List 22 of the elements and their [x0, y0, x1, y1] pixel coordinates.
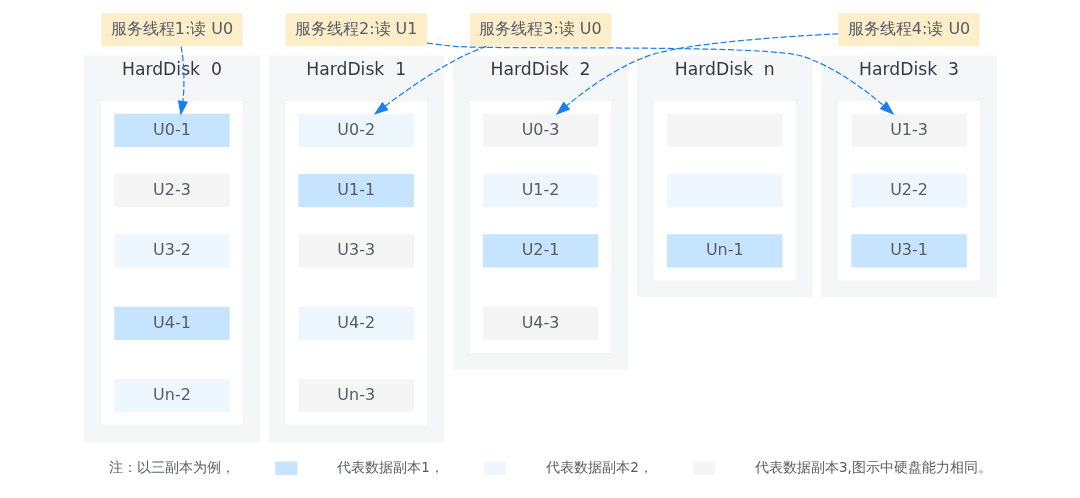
node-box: U1-1: [298, 174, 414, 208]
cluster: [653, 100, 795, 281]
arrow: [555, 33, 839, 116]
node-box: U4-1: [113, 306, 230, 340]
legend-label: 代表数据副本1，: [336, 458, 444, 475]
node-box: U0-2: [298, 113, 414, 148]
legend-label: 代表数据副本3,图示中硬盘能力相同。: [754, 458, 992, 475]
node-box: U0-1: [113, 113, 230, 148]
node-box: Un-1: [666, 234, 782, 268]
arrow: [373, 45, 487, 115]
node-box: 服务线程2:读 U1: [285, 13, 427, 47]
arrow: [425, 42, 894, 115]
node-box: 服务线程3:读 U0: [469, 13, 611, 47]
arrow: [177, 46, 188, 116]
node-box: U3-1: [850, 234, 967, 268]
legend-label: 代表数据副本2，: [545, 458, 653, 475]
node-box: U1-3: [850, 113, 967, 148]
node-box: U2-1: [482, 234, 598, 268]
node-box: U0-3: [482, 113, 598, 148]
label: 注：以三副本为例，: [108, 458, 235, 475]
node-box: 服务线程1:读 U0: [100, 13, 243, 47]
node-box: 服务线程4:读 U0: [837, 13, 980, 47]
